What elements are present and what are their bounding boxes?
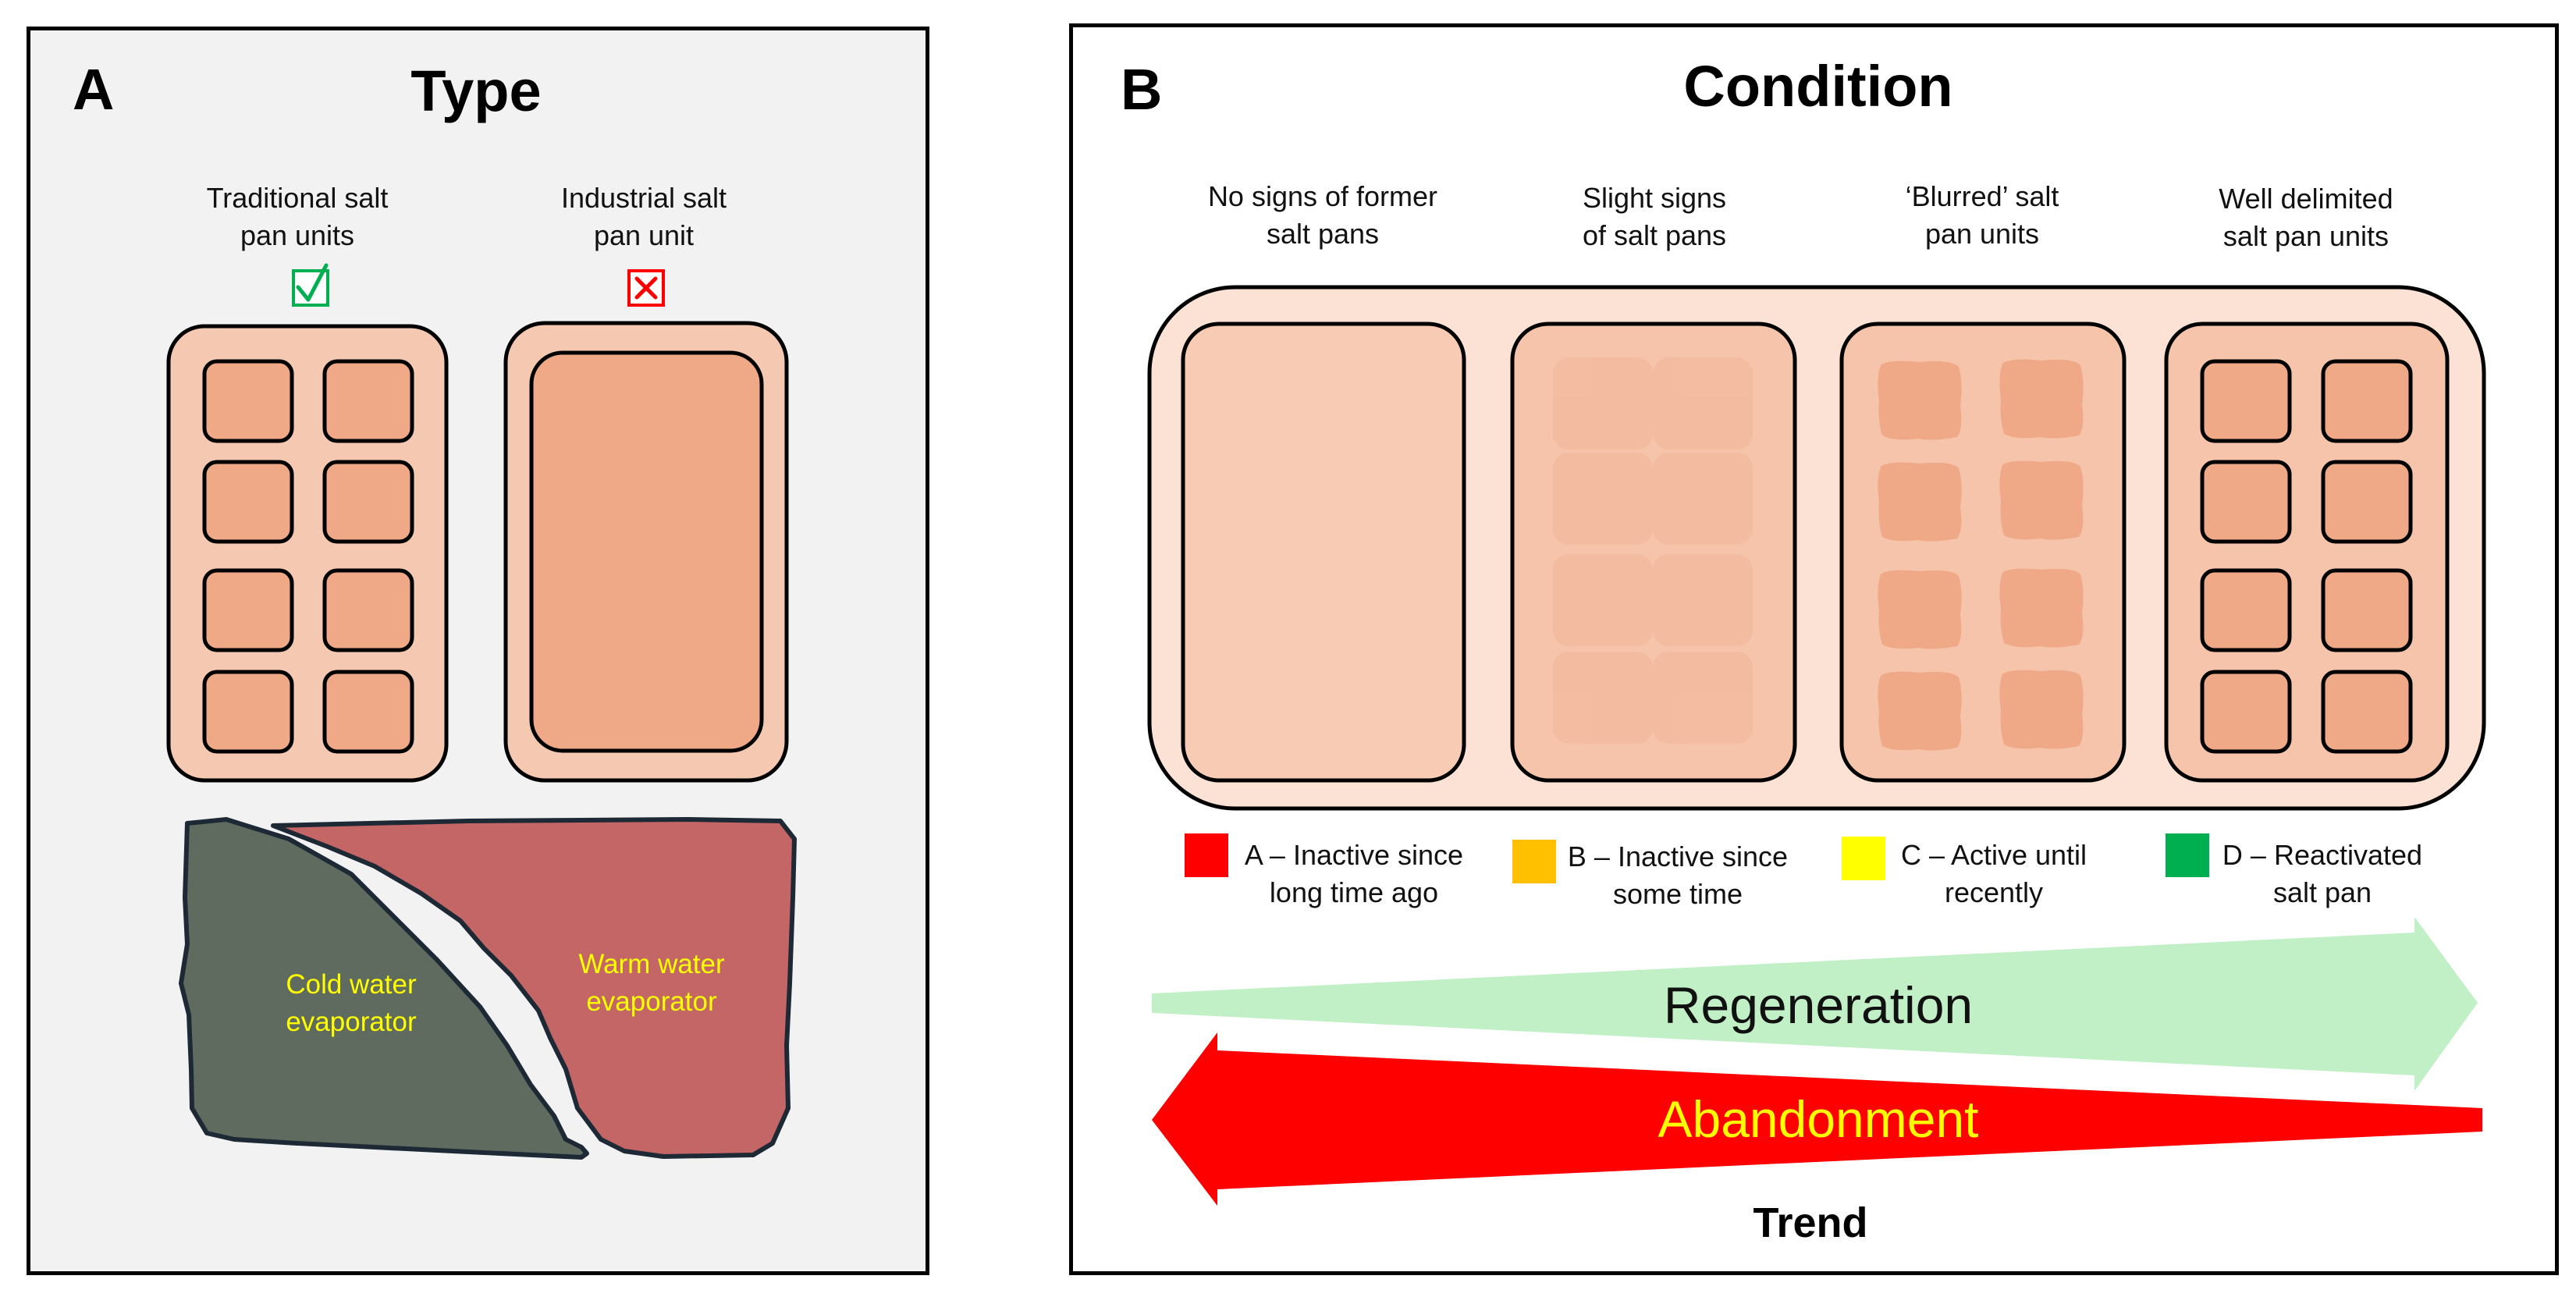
- pan-unit: [322, 670, 414, 754]
- pan-unit: [2200, 359, 2292, 443]
- panel-a-letter: A: [73, 57, 115, 122]
- panel-b-letter: B: [1121, 57, 1163, 122]
- traditional-salt-pan-label: Traditional salt pan units: [206, 182, 389, 251]
- stage-label-well-delimited: Well delimited salt pan units: [2219, 183, 2393, 252]
- stage-slight-signs-pan: [1510, 322, 1797, 783]
- pan-unit: [2200, 568, 2292, 652]
- legend-label-b: B – Inactive since some time: [1567, 840, 1789, 910]
- pan-unit: [2321, 359, 2413, 443]
- stage-label-slight-signs: Slight signs of salt pans: [1582, 182, 1727, 251]
- cold-water-evaporator-shape: [179, 817, 589, 1160]
- legend-label-a: A – Inactive since long time ago: [1244, 839, 1464, 908]
- pan-unit: [202, 359, 294, 443]
- abandonment-label: Abandonment: [1658, 1090, 1979, 1148]
- cold-water-evaporator-label: Cold water evaporator: [286, 969, 417, 1037]
- trend-label: Trend: [1753, 1199, 1868, 1246]
- legend-swatch-b: [1512, 840, 1556, 883]
- legend-swatch-a: [1185, 833, 1228, 877]
- legend-swatch-c: [1842, 837, 1885, 880]
- pan-unit: [2200, 460, 2292, 544]
- pan-unit: [322, 359, 414, 443]
- pan-unit: [2200, 670, 2292, 754]
- legend-swatch-d: [2166, 833, 2209, 877]
- industrial-salt-pan-group: [503, 321, 789, 783]
- pan-unit: [2321, 460, 2413, 544]
- regeneration-label: Regeneration: [1663, 976, 1974, 1034]
- pan-unit: [2321, 670, 2413, 754]
- warm-water-evaporator-label: Warm water evaporator: [578, 949, 725, 1017]
- stage-well-delimited-pan: [2164, 322, 2450, 783]
- pan-unit: [202, 568, 294, 652]
- regeneration-arrow: [1152, 917, 2478, 1091]
- industrial-pan-unit: [529, 350, 764, 753]
- stage-label-no-signs: No signs of former salt pans: [1207, 180, 1438, 250]
- panel-b-title: Condition: [1683, 54, 1953, 119]
- panel-a-title: Type: [410, 59, 542, 123]
- cross-box-icon: [627, 269, 665, 307]
- industrial-salt-pan-label: Industrial salt pan unit: [560, 182, 727, 251]
- stage-no-signs-pan: [1181, 322, 1466, 783]
- legend-label-d: D – Reactivated salt pan: [2222, 839, 2423, 908]
- panel-b-condition: [1069, 23, 2559, 1275]
- pan-unit: [322, 568, 414, 652]
- abandonment-arrow: [1152, 1032, 2482, 1206]
- pan-unit: [202, 670, 294, 754]
- pan-unit: [322, 460, 414, 544]
- warm-water-evaporator-shape: [271, 817, 797, 1159]
- stage-blurred-pan: [1839, 322, 2127, 783]
- pan-unit: [2321, 568, 2413, 652]
- salt-field-outline: [1147, 285, 2486, 811]
- legend-label-c: C – Active until recently: [1900, 839, 2087, 908]
- traditional-salt-pan-group: [166, 324, 449, 783]
- check-box-icon: [292, 263, 329, 307]
- pan-unit: [202, 460, 294, 544]
- stage-label-blurred: ‘Blurred’ salt pan units: [1905, 180, 2059, 250]
